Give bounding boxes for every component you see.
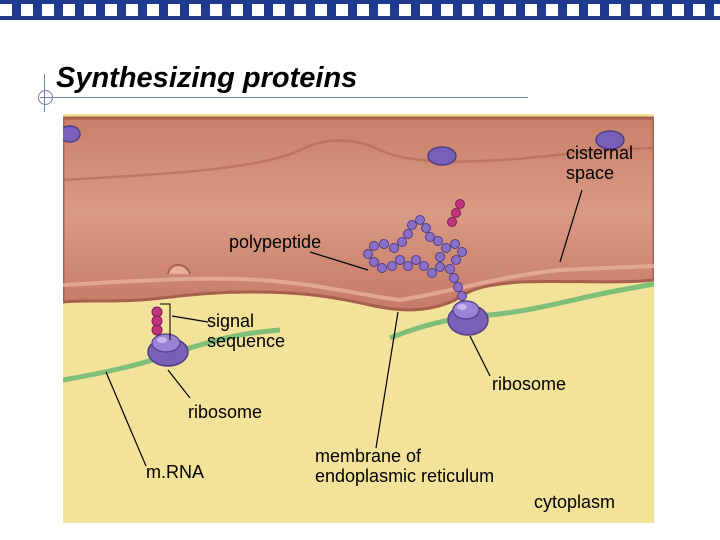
- label-membrane: membrane of endoplasmic reticulum: [315, 446, 494, 486]
- label-cytoplasm: cytoplasm: [534, 492, 616, 512]
- leader-signal-sequence: [171, 315, 209, 323]
- leader-membrane: [375, 311, 399, 449]
- er-bottom-rim: [63, 264, 654, 303]
- polypeptide-signal-beads: [447, 199, 465, 227]
- leader-cisternal-space: [559, 189, 583, 263]
- vesicle-blob: [63, 125, 81, 143]
- vesicle-blob: [427, 146, 457, 166]
- label-ribosome-right: ribosome: [492, 374, 567, 394]
- label-polypeptide: polypeptide: [229, 232, 322, 252]
- signal-bracket: [160, 303, 171, 340]
- label-signal-line2: sequence: [207, 331, 286, 351]
- header-bar: [0, 0, 720, 20]
- slide-title: Synthesizing proteins: [56, 62, 358, 94]
- label-membrane-line1: membrane of: [315, 446, 422, 466]
- label-cisternal-line2: space: [566, 163, 615, 183]
- leader-ribosome-left: [167, 369, 191, 399]
- er-pore: [167, 264, 191, 275]
- ribosome-right: [447, 300, 489, 336]
- leader-lines: [105, 189, 583, 467]
- leader-ribosome-right: [469, 335, 491, 377]
- vesicle-blob: [595, 130, 625, 150]
- header-checker-pattern: [0, 4, 720, 16]
- label-cisternal-space: cisternal space: [566, 143, 633, 183]
- leader-polypeptide: [309, 251, 369, 271]
- label-cisternal-line1: cisternal: [566, 143, 634, 163]
- title-underline: [40, 97, 528, 98]
- label-signal-line1: signal: [207, 311, 255, 331]
- label-ribosome-left: ribosome: [188, 402, 263, 422]
- label-signal-sequence: signal sequence: [207, 311, 285, 351]
- er-inner-fold: [63, 139, 654, 182]
- label-mrna: m.RNA: [146, 462, 204, 482]
- leader-mrna: [105, 371, 147, 467]
- crosshair-icon: [38, 90, 53, 105]
- signal-sequence-beads: [151, 306, 163, 336]
- polypeptide-chain: [363, 215, 467, 301]
- er-cisterna: [63, 116, 654, 312]
- label-membrane-line2: endoplasmic reticulum: [315, 466, 495, 486]
- ribosome-left: [147, 333, 189, 367]
